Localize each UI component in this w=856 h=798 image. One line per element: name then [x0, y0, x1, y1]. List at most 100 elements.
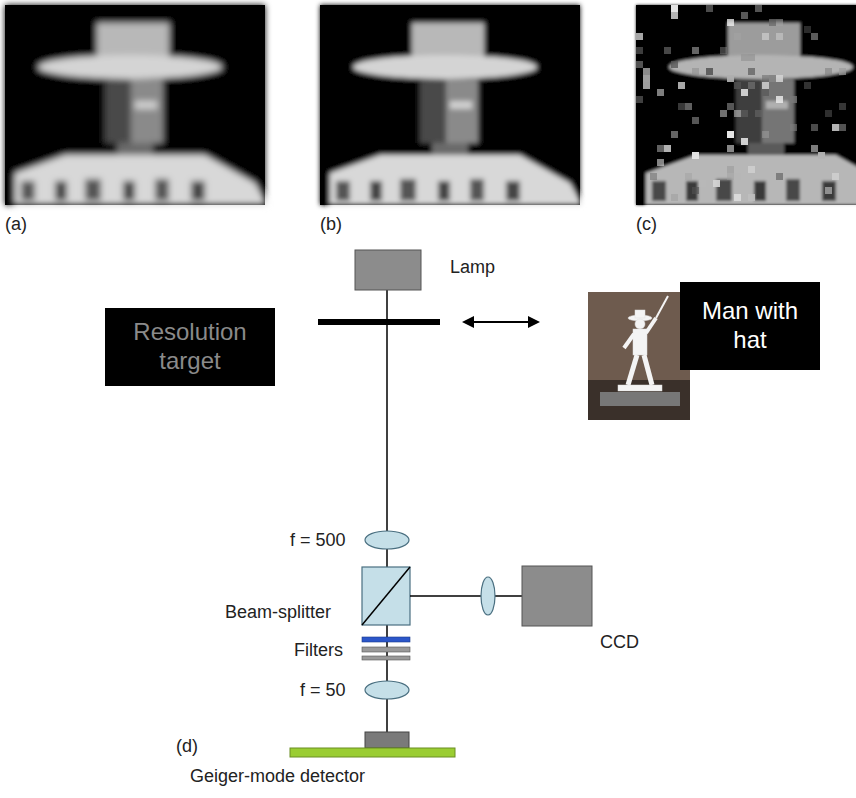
noise-pixel	[727, 103, 734, 110]
noise-pixel	[664, 145, 671, 152]
component-label: Filters	[294, 640, 343, 661]
panel-label: (a)	[5, 214, 27, 235]
component-label: Lamp	[450, 257, 495, 278]
noise-pixel	[804, 82, 811, 89]
noise-pixel	[741, 54, 748, 61]
noise-pixel	[762, 75, 769, 82]
noise-pixel	[755, 110, 762, 117]
side-beam	[410, 595, 522, 597]
noise-pixel	[811, 145, 818, 152]
noise-pixel	[671, 131, 678, 138]
noise-pixel	[727, 145, 734, 152]
detector-chip	[365, 732, 409, 748]
noise-pixel	[636, 33, 643, 40]
noise-pixel	[734, 194, 741, 201]
box-label: Man with hat	[690, 297, 810, 355]
noise-pixel	[671, 61, 678, 68]
noise-pixel	[643, 68, 650, 75]
box-label: Resolution target	[115, 318, 265, 376]
noise-pixel	[804, 26, 811, 33]
noise-pixel	[692, 187, 699, 194]
lens	[481, 577, 495, 615]
noise-pixel	[671, 5, 678, 12]
noise-pixel	[776, 173, 783, 180]
noise-pixel	[734, 82, 741, 89]
noise-pixel	[741, 138, 748, 145]
noise-pixel	[825, 110, 832, 117]
lamp-box	[355, 250, 421, 290]
panel-label: (b)	[320, 214, 342, 235]
optical-axis	[386, 290, 388, 732]
noise-pixel	[832, 124, 839, 131]
noise-pixel	[769, 19, 776, 26]
noise-pixel	[706, 68, 713, 75]
noise-pixel	[643, 82, 650, 89]
label-box: Man with hat	[680, 282, 820, 370]
component-label: Geiger-mode detector	[190, 766, 365, 787]
noise-pixel	[762, 82, 769, 89]
ccd-box	[522, 566, 592, 626]
noise-pixel	[678, 82, 685, 89]
noise-pixel	[671, 12, 678, 19]
filter	[362, 656, 410, 660]
reference-image	[5, 5, 267, 205]
noise-pixel	[762, 131, 769, 138]
noise-pixel	[769, 19, 776, 26]
noise-pixel	[643, 68, 650, 75]
noise-pixel	[657, 89, 664, 96]
noise-pixel	[762, 89, 769, 96]
noise-pixel	[671, 12, 678, 19]
lens-label: f = 50	[300, 680, 346, 701]
noise-pixel	[685, 173, 692, 180]
panel-label: (d)	[176, 736, 198, 757]
noise-pixel	[790, 96, 797, 103]
noise-pixel	[790, 124, 797, 131]
noise-pixel	[748, 194, 755, 201]
lens	[365, 531, 409, 549]
noise-pixel	[748, 54, 755, 61]
noise-pixel	[811, 124, 818, 131]
noise-pixel	[692, 47, 699, 54]
noise-pixel	[727, 75, 734, 82]
noise-pixel	[839, 124, 846, 131]
noise-pixel	[755, 5, 762, 12]
noise-pixel	[741, 110, 748, 117]
noise-pixel	[825, 187, 832, 194]
noise-pixel	[825, 68, 832, 75]
noise-pixel	[741, 89, 748, 96]
detector-board	[290, 748, 455, 757]
noise-pixel	[734, 33, 741, 40]
lens-label: f = 500	[290, 530, 346, 551]
noise-pixel	[839, 68, 846, 75]
noise-pixels	[636, 5, 846, 201]
noise-pixel	[706, 5, 713, 12]
noise-pixel	[636, 96, 643, 103]
noise-pixel	[727, 173, 734, 180]
noise-pixel	[692, 68, 699, 75]
filter	[362, 637, 410, 642]
panel-label: (c)	[636, 214, 657, 235]
target-bar	[318, 319, 440, 325]
noise-pixel	[769, 75, 776, 82]
noise-pixel	[657, 159, 664, 166]
reconstructed-image	[320, 5, 582, 205]
noise-pixel	[748, 82, 755, 89]
noise-pixel	[748, 68, 755, 75]
noise-pixel	[776, 19, 783, 26]
noise-pixel	[762, 82, 769, 89]
label-box: Resolution target	[105, 308, 275, 386]
noise-pixel	[776, 33, 783, 40]
noise-pixel	[713, 180, 720, 187]
noise-pixel	[636, 61, 643, 68]
noise-pixel	[664, 47, 671, 54]
beam-splitter-cube	[362, 567, 410, 625]
filter	[362, 647, 410, 652]
noise-pixel	[776, 96, 783, 103]
noisy-image	[636, 5, 856, 205]
noise-pixel	[636, 47, 643, 54]
noise-pixel	[832, 173, 839, 180]
figurine-photo	[588, 292, 690, 420]
component-label: Beam-splitter	[225, 602, 331, 623]
noise-pixel	[811, 33, 818, 40]
lens	[365, 681, 409, 699]
